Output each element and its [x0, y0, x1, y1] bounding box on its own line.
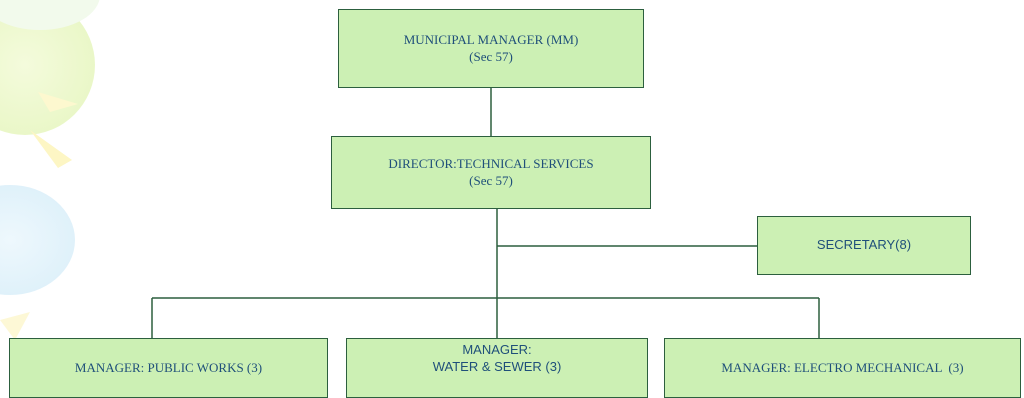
municipal-manager-box: MUNICIPAL MANAGER (MM) (Sec 57): [338, 9, 644, 88]
decor-ray: [38, 92, 78, 112]
decor-ray: [30, 130, 72, 168]
manager-public-works-title: MANAGER: PUBLIC WORKS (3): [74, 359, 263, 375]
decor-bubble-blue: [0, 185, 75, 295]
director-title: DIRECTOR:TECHNICAL SERVICES: [388, 155, 594, 171]
decor-bubble-green-top: [0, 0, 100, 30]
manager-electro-mechanical-title: MANAGER: ELECTRO MECHANICAL (3): [721, 359, 964, 375]
director-section: (Sec 57): [469, 172, 513, 188]
manager-water-sewer-subtitle: WATER & SEWER (3): [432, 358, 562, 374]
manager-public-works-box: MANAGER: PUBLIC WORKS (3): [9, 338, 328, 398]
manager-electro-mechanical-box: MANAGER: ELECTRO MECHANICAL (3): [664, 338, 1021, 398]
municipal-manager-section: (Sec 57): [469, 48, 513, 64]
secretary-title: SECRETARY(8): [816, 237, 912, 253]
decor-bubble-green: [0, 0, 95, 135]
municipal-manager-title: MUNICIPAL MANAGER (MM): [403, 31, 579, 47]
manager-water-sewer-title: MANAGER:: [462, 342, 532, 357]
manager-water-sewer-box: MANAGER: WATER & SEWER (3): [346, 338, 648, 398]
director-technical-services-box: DIRECTOR:TECHNICAL SERVICES (Sec 57): [331, 136, 651, 209]
decor-ray: [0, 312, 30, 340]
secretary-box: SECRETARY(8): [757, 216, 971, 275]
